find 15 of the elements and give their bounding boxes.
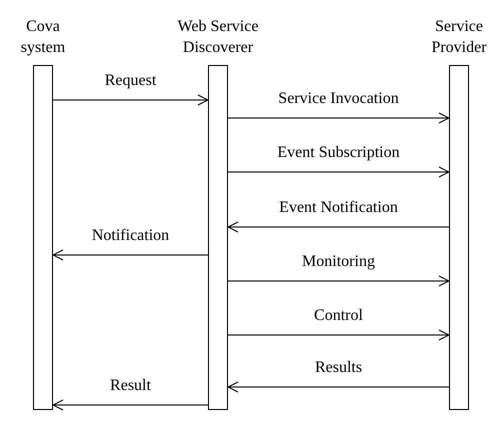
edge-label: Request <box>102 72 158 90</box>
message-arrow <box>52 94 208 106</box>
lifeline-heading: Cova system <box>20 17 66 58</box>
lifeline-heading: Web Service Discoverer <box>176 17 260 58</box>
message-arrow <box>52 250 208 260</box>
message-arrow <box>228 276 450 286</box>
edge-label: Monitoring <box>300 253 377 271</box>
edge-label: Event Subscription <box>275 144 402 162</box>
lifeline-heading: Service Provider <box>430 17 488 58</box>
message-arrow <box>228 112 450 124</box>
message-arrow <box>52 400 208 410</box>
message-arrow <box>228 166 450 178</box>
message-arrow <box>228 330 450 340</box>
message-arrow <box>228 382 450 392</box>
message-arrow <box>228 222 450 232</box>
